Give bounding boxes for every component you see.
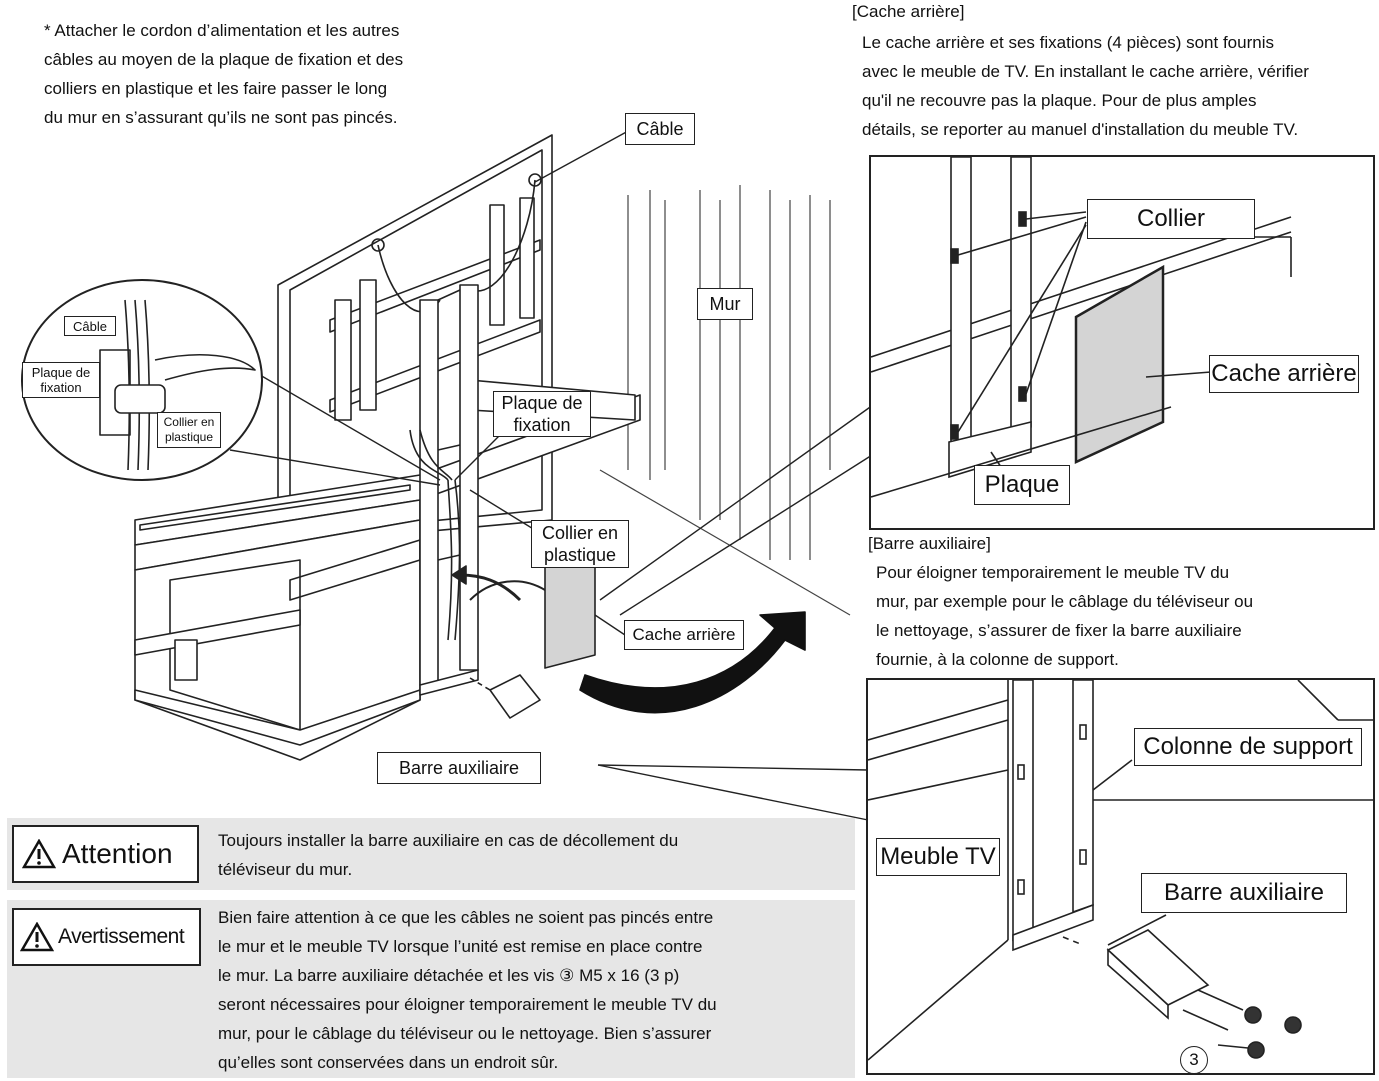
panel-cache-arriere: Collier Cache arrière Plaque	[869, 155, 1375, 530]
label-mur: Mur	[697, 288, 753, 320]
panel2-label-colonne: Colonne de support	[1134, 728, 1362, 766]
panel2-label-barre: Barre auxiliaire	[1141, 873, 1347, 913]
inset-label-collier: Collier en plastique	[157, 412, 221, 448]
label-cache-arriere: Cache arrière	[624, 620, 744, 650]
label-collier-plastique: Collier en plastique	[531, 520, 629, 568]
barre-section-title: [Barre auxiliaire]	[868, 534, 991, 553]
cache-section-body: Le cache arrière et ses fixations (4 piè…	[862, 33, 1309, 139]
panel-barre-auxiliaire: Colonne de support Meuble TV Barre auxil…	[866, 678, 1375, 1075]
cache-section-title: [Cache arrière]	[852, 2, 965, 21]
panel1-label-collier: Collier	[1087, 199, 1255, 239]
wall-lines	[599, 185, 851, 616]
inset-label-cable: Câble	[64, 316, 116, 336]
panel1-label-plaque: Plaque	[974, 465, 1070, 505]
warning-triangle-icon	[19, 921, 55, 952]
label-plaque-fixation: Plaque de fixation	[493, 391, 591, 437]
attention-label: Attention	[62, 838, 173, 869]
avertissement-text: Bien faire attention à ce que les câbles…	[218, 908, 717, 1072]
panel2-drawing	[868, 680, 1373, 1061]
panel2-label-meuble: Meuble TV	[876, 838, 1000, 876]
inset-label-plaque: Plaque de fixation	[22, 362, 100, 398]
cable-note: * Attacher le cordon d’alimentation et l…	[44, 21, 404, 127]
panel1-label-cache-arriere: Cache arrière	[1209, 355, 1359, 393]
label-cable: Câble	[625, 113, 695, 145]
aux-bar-small	[489, 674, 541, 719]
panel1-drawing	[871, 157, 1292, 498]
label-barre-auxiliaire: Barre auxiliaire	[377, 752, 541, 784]
screw-number-badge: 3	[1180, 1046, 1208, 1073]
avertissement-label-box: Avertissement	[12, 908, 201, 966]
attention-label-box: Attention	[12, 825, 199, 883]
warning-triangle-icon	[21, 838, 57, 869]
leader-lines	[229, 129, 881, 821]
big-curved-arrow	[579, 611, 806, 714]
avertissement-label: Avertissement	[58, 925, 185, 948]
barre-section-body: Pour éloigner temporairement le meuble T…	[876, 563, 1254, 669]
attention-text: Toujours installer la barre auxiliaire e…	[218, 831, 679, 879]
